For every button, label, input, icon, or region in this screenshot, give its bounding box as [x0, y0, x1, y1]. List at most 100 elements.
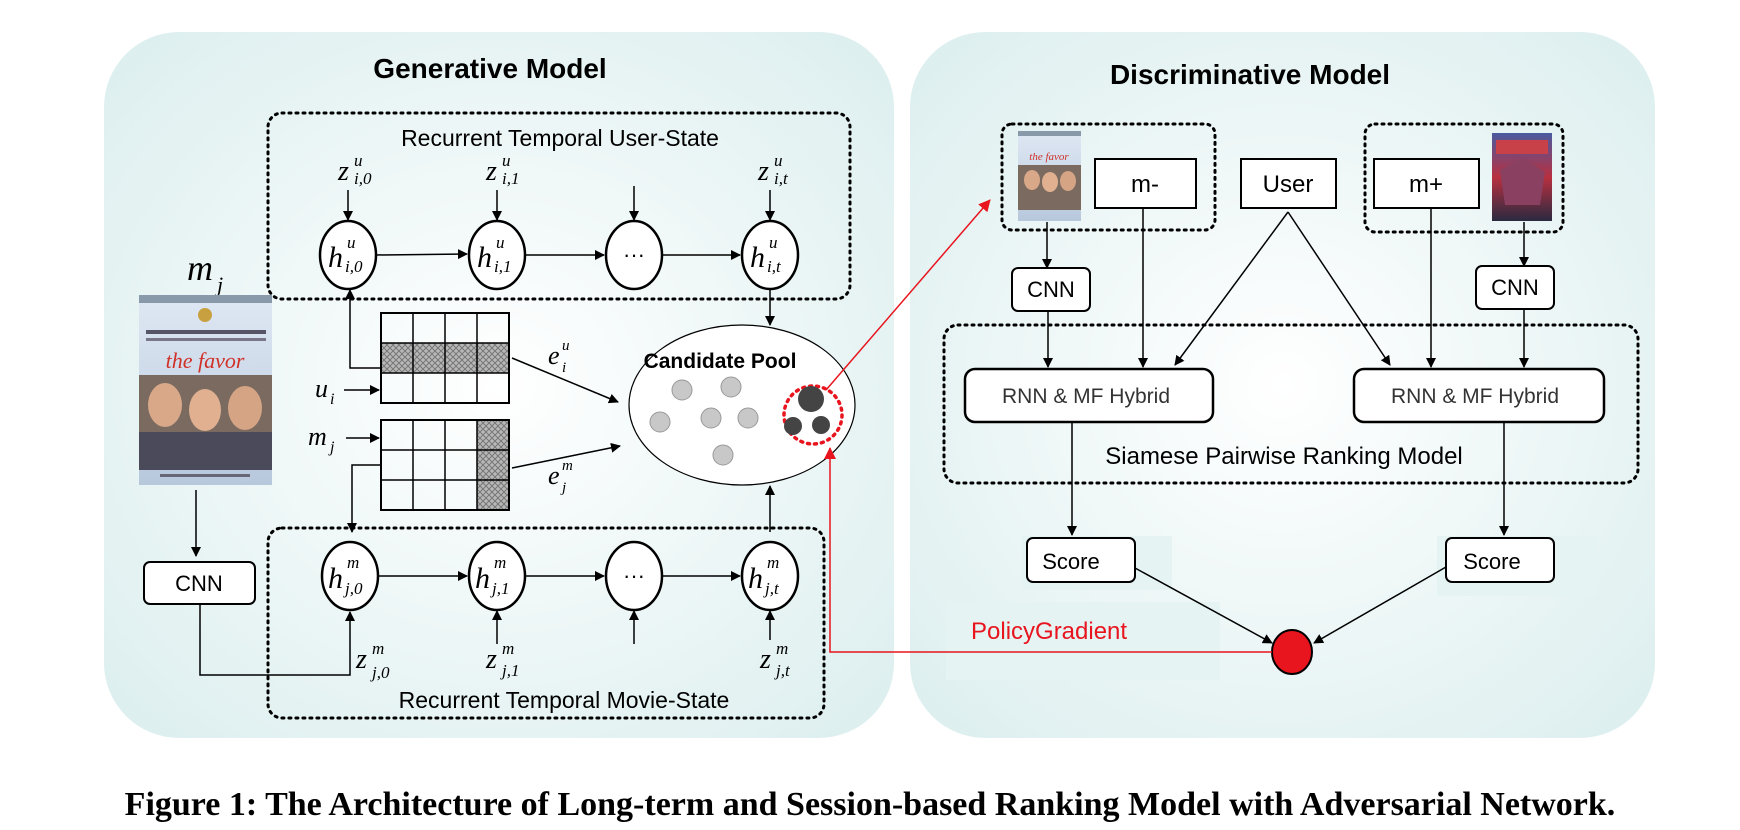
svg-text:j,0: j,0 [343, 579, 363, 598]
score-left [1026, 537, 1136, 583]
user-id-input: u i [315, 374, 334, 408]
svg-text:u: u [774, 151, 783, 170]
m-plus-box [1373, 158, 1480, 209]
svg-text:Score: Score [1463, 549, 1520, 574]
svg-text:i,0: i,0 [345, 257, 363, 276]
svg-text:j: j [328, 439, 335, 456]
svg-text:m: m [502, 639, 514, 658]
svg-text:RNN & MF Hybrid: RNN & MF Hybrid [1002, 385, 1170, 408]
svg-text:m: m [776, 639, 788, 658]
negative-item-group [1000, 122, 1217, 232]
movie-input-t: z m j,t [759, 639, 791, 680]
svg-text:m: m [767, 553, 779, 572]
svg-text:u: u [496, 233, 505, 252]
svg-text:m: m [347, 553, 359, 572]
siamese-label: Siamese Pairwise Ranking Model [1105, 443, 1463, 470]
svg-text:CNN: CNN [175, 571, 223, 596]
generative-panel [104, 32, 894, 738]
figure-caption: Figure 1: The Architecture of Long-term … [124, 786, 1616, 823]
m-minus-box [1094, 158, 1197, 209]
svg-text:z: z [759, 644, 771, 675]
svg-text:z: z [337, 156, 349, 187]
negative-item-poster: the favor [1018, 131, 1081, 221]
svg-text:j,1: j,1 [500, 661, 519, 680]
user-box [1240, 158, 1337, 209]
generative-title: Generative Model [373, 53, 606, 84]
svg-text:j,0: j,0 [370, 663, 390, 682]
hybrid-left [963, 367, 1215, 424]
user-input-0: z u i,0 [337, 151, 372, 188]
svg-text:u: u [315, 374, 328, 403]
policy-gradient-label: PolicyGradient [971, 618, 1127, 645]
svg-text:···: ··· [623, 563, 645, 588]
candidate-pool [628, 324, 856, 486]
user-state-label: Recurrent Temporal User-State [401, 125, 719, 151]
svg-text:u: u [769, 233, 778, 252]
svg-text:m: m [187, 248, 213, 288]
svg-text:u: u [354, 151, 363, 170]
movie-input-1: z m j,1 [485, 639, 519, 680]
movie-poster-image: the favor [139, 295, 272, 485]
movie-embedding-label: e m j [548, 458, 573, 496]
svg-text:j,1: j,1 [490, 579, 509, 598]
positive-item-group [1363, 122, 1565, 234]
sampled-item-path [825, 199, 991, 391]
svg-text:j: j [560, 480, 566, 496]
svg-text:j: j [214, 272, 223, 297]
svg-text:u: u [347, 233, 356, 252]
cnn-negative [1011, 267, 1091, 312]
svg-text:z: z [485, 644, 497, 675]
svg-text:u: u [502, 151, 511, 170]
svg-text:i,0: i,0 [354, 169, 372, 188]
movie-input-0: z m j,0 [355, 639, 390, 682]
selected-candidate [798, 386, 824, 412]
cnn-positive [1475, 265, 1555, 310]
movie-state-label: Recurrent Temporal Movie-State [399, 687, 730, 713]
svg-text:Score: Score [1042, 549, 1099, 574]
svg-text:u: u [562, 338, 570, 354]
svg-text:CNN: CNN [1027, 277, 1075, 302]
score-right [1445, 537, 1555, 583]
candidate-pool-label: Candidate Pool [644, 350, 797, 373]
hybrid-right [1352, 367, 1606, 424]
svg-text:the favor: the favor [1029, 151, 1069, 163]
svg-text:j,t: j,t [763, 579, 780, 598]
svg-text:m: m [494, 553, 506, 572]
svg-text:the favor: the favor [166, 348, 245, 373]
user-embedding-matrix [380, 312, 510, 404]
svg-text:m: m [372, 639, 384, 658]
svg-text:z: z [485, 156, 497, 187]
user-input-t: z u i,t [757, 151, 789, 188]
loss-node [1271, 629, 1313, 675]
svg-text:e: e [548, 461, 560, 490]
svg-text:h: h [748, 562, 763, 595]
svg-text:i,1: i,1 [502, 169, 519, 188]
user-embedding-label: e u i [548, 338, 570, 376]
svg-text:e: e [548, 341, 560, 370]
svg-text:h: h [328, 241, 343, 274]
svg-text:···: ··· [623, 242, 645, 267]
movie-id-input: m j [308, 422, 335, 456]
svg-text:h: h [328, 562, 343, 595]
svg-text:m: m [308, 422, 327, 451]
selected-candidates-ring [782, 384, 844, 446]
svg-text:i,t: i,t [774, 169, 789, 188]
svg-text:User: User [1263, 171, 1314, 198]
svg-text:h: h [750, 241, 765, 274]
svg-text:CNN: CNN [1491, 275, 1539, 300]
svg-text:h: h [477, 241, 492, 274]
architecture-diagram: Generative Model Discriminative Model Re… [104, 32, 1655, 738]
svg-text:h: h [475, 562, 490, 595]
policy-gradient-path [824, 447, 1272, 653]
svg-text:z: z [757, 156, 769, 187]
candidate-items [649, 376, 759, 466]
svg-text:i,t: i,t [767, 257, 782, 276]
user-state-node-t [740, 219, 800, 291]
svg-text:j,t: j,t [774, 661, 791, 680]
positive-item-poster [1492, 133, 1552, 221]
svg-text:z: z [355, 644, 367, 675]
movie-state-box [266, 526, 826, 720]
svg-text:m: m [562, 458, 573, 474]
user-input-1: z u i,1 [485, 151, 519, 188]
svg-text:i: i [330, 391, 334, 408]
